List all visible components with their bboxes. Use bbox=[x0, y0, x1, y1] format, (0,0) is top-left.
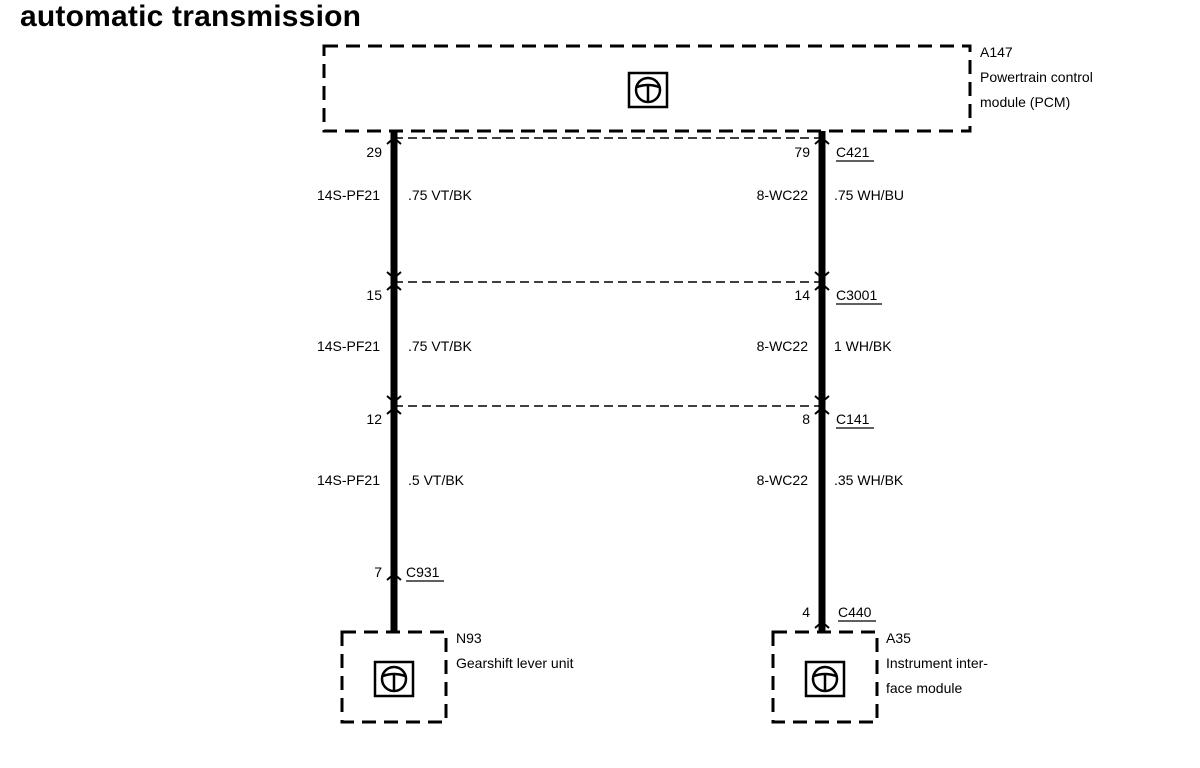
left-spec-2: .75 VT/BK bbox=[408, 338, 472, 354]
pcm-module-name-2: module (PCM) bbox=[980, 94, 1070, 110]
connector-c931: C931 bbox=[406, 564, 440, 580]
instrument-steering-wheel-icon bbox=[804, 660, 846, 698]
instrument-module-name-1: Instrument inter- bbox=[886, 655, 988, 671]
right-pin-4: 4 bbox=[802, 604, 810, 620]
left-spec-1: .75 VT/BK bbox=[408, 187, 472, 203]
instrument-module-box bbox=[771, 630, 879, 724]
page-title: automatic transmission bbox=[20, 0, 362, 33]
pcm-module-name-1: Powertrain control bbox=[980, 69, 1093, 85]
left-pin-15: 15 bbox=[366, 287, 382, 303]
right-pin-79: 79 bbox=[794, 144, 810, 160]
gearshift-module-id: N93 bbox=[456, 630, 482, 646]
connector-c421: C421 bbox=[836, 144, 870, 160]
left-pin-7: 7 bbox=[374, 564, 382, 580]
instrument-module-name-2: face module bbox=[886, 680, 962, 696]
right-spec-1: .75 WH/BU bbox=[834, 187, 904, 203]
right-pin-14: 14 bbox=[794, 287, 810, 303]
right-spec-2: 1 WH/BK bbox=[834, 338, 892, 354]
gearshift-steering-wheel-icon bbox=[373, 660, 415, 698]
right-circuit-1: 8-WC22 bbox=[757, 187, 809, 203]
right-spec-3: .35 WH/BK bbox=[834, 472, 904, 488]
connector-c440: C440 bbox=[838, 604, 872, 620]
left-circuit-2: 14S-PF21 bbox=[317, 338, 380, 354]
gearshift-module-box bbox=[340, 630, 448, 724]
right-circuit-3: 8-WC22 bbox=[757, 472, 809, 488]
left-pin-12: 12 bbox=[366, 411, 382, 427]
gearshift-module-name: Gearshift lever unit bbox=[456, 655, 574, 671]
left-circuit-3: 14S-PF21 bbox=[317, 472, 380, 488]
pcm-module-id: A147 bbox=[980, 44, 1013, 60]
right-circuit-2: 8-WC22 bbox=[757, 338, 809, 354]
instrument-module-id: A35 bbox=[886, 630, 911, 646]
pcm-steering-wheel-icon bbox=[627, 71, 669, 109]
connector-c141: C141 bbox=[836, 411, 870, 427]
left-spec-3: .5 VT/BK bbox=[408, 472, 465, 488]
right-pin-8: 8 bbox=[802, 411, 810, 427]
pcm-module-box bbox=[322, 44, 972, 133]
left-circuit-1: 14S-PF21 bbox=[317, 187, 380, 203]
left-pin-29: 29 bbox=[366, 144, 382, 160]
connector-c3001: C3001 bbox=[836, 287, 877, 303]
